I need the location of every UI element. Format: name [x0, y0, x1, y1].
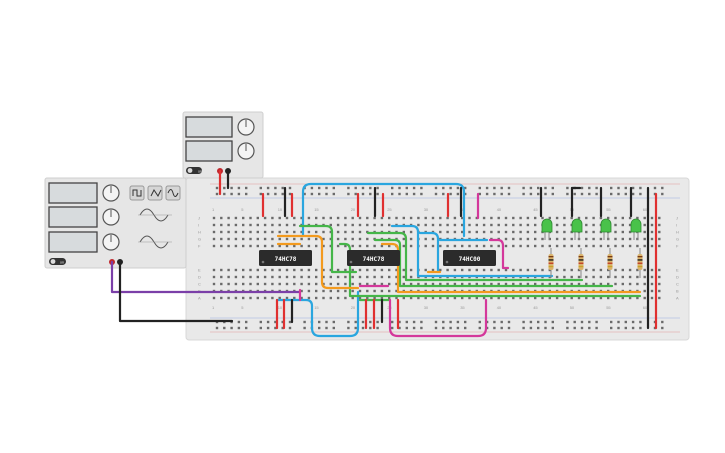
led[interactable]	[630, 218, 642, 240]
ic-chip-1[interactable]: 74HC78	[259, 250, 312, 266]
wire-green	[298, 224, 358, 274]
resistor[interactable]	[578, 248, 584, 278]
wire-blue	[418, 231, 440, 274]
column-label: 30	[424, 305, 429, 310]
column-label: 5	[241, 207, 244, 212]
resistor[interactable]	[607, 248, 613, 278]
row-label: A	[676, 296, 679, 301]
row-label: D	[198, 275, 201, 280]
row-label: F	[676, 244, 679, 249]
column-label: 1	[212, 305, 215, 310]
wire-magenta	[388, 298, 488, 338]
wire-orange	[276, 234, 360, 290]
led[interactable]	[600, 218, 612, 240]
wire-blue	[275, 290, 360, 338]
column-label: 55	[606, 207, 611, 212]
row-label: E	[676, 268, 679, 273]
amplitude-display	[48, 206, 98, 228]
wire-orange	[380, 242, 642, 294]
column-label: 45	[533, 305, 538, 310]
row-label: D	[676, 275, 679, 280]
row-label: J	[676, 216, 678, 221]
resistor[interactable]	[637, 248, 643, 278]
wire-green	[338, 242, 642, 298]
column-label: 40	[497, 207, 502, 212]
row-label: G	[198, 237, 201, 242]
column-label: 30	[424, 207, 429, 212]
chip-label: 74HC78	[275, 256, 297, 263]
chip-label: 74HC78	[363, 256, 385, 263]
column-label: 1	[212, 207, 215, 212]
square-wave-button-icon[interactable]	[129, 185, 145, 201]
sine-wave-button-icon[interactable]	[165, 185, 181, 201]
column-label: 50	[570, 305, 575, 310]
column-label: 45	[533, 207, 538, 212]
frequency-display	[48, 182, 98, 204]
column-label: 40	[497, 305, 502, 310]
waveform-preview-icon	[138, 208, 172, 249]
led[interactable]	[571, 218, 583, 240]
breadboard-power-rails	[210, 183, 680, 333]
row-label: C	[676, 282, 679, 287]
column-label: 60	[643, 305, 648, 310]
triangle-wave-button-icon[interactable]	[147, 185, 163, 201]
column-label: 15	[314, 305, 319, 310]
wires[interactable]	[110, 169, 658, 338]
row-label: B	[676, 289, 679, 294]
column-label: 10	[278, 305, 283, 310]
row-label: H	[198, 230, 201, 235]
ic-chip-2[interactable]: 74HC78	[347, 250, 400, 266]
row-label: J	[198, 216, 200, 221]
power-supply[interactable]: on	[182, 111, 264, 179]
row-label: G	[676, 237, 679, 242]
wire-green	[373, 238, 614, 288]
wire-fg-ground	[118, 260, 234, 323]
current-display	[185, 140, 233, 162]
column-label: 20	[351, 207, 356, 212]
column-label: 25	[387, 207, 392, 212]
function-generator-on-label: on	[60, 261, 64, 265]
row-label: I	[676, 223, 677, 228]
wire-magenta	[488, 238, 510, 270]
row-label: A	[198, 296, 201, 301]
wire-green	[366, 231, 584, 282]
column-label: 60	[643, 207, 648, 212]
column-label: 35	[460, 305, 465, 310]
column-label: 5	[241, 305, 244, 310]
offset-display	[48, 231, 98, 253]
column-label: 20	[351, 305, 356, 310]
wire-blue	[301, 182, 466, 238]
row-label: I	[198, 223, 199, 228]
wire-fg-signal	[110, 260, 302, 294]
column-label: 55	[606, 305, 611, 310]
row-label: E	[198, 268, 201, 273]
function-generator[interactable]: on	[44, 177, 187, 269]
led-group[interactable]	[541, 218, 643, 278]
voltage-display	[185, 116, 233, 138]
column-label: 10	[278, 207, 283, 212]
ic-chip-3[interactable]: 74HC00	[443, 250, 496, 266]
row-label: C	[198, 282, 201, 287]
resistor[interactable]	[548, 248, 554, 278]
column-label: 35	[460, 207, 465, 212]
column-label: 15	[314, 207, 319, 212]
wire-blue	[390, 224, 554, 278]
row-label: H	[676, 230, 679, 235]
chip-label: 74HC00	[459, 256, 481, 263]
row-label: F	[198, 244, 201, 249]
power-supply-on-label: on	[198, 170, 202, 174]
led[interactable]	[541, 218, 553, 240]
